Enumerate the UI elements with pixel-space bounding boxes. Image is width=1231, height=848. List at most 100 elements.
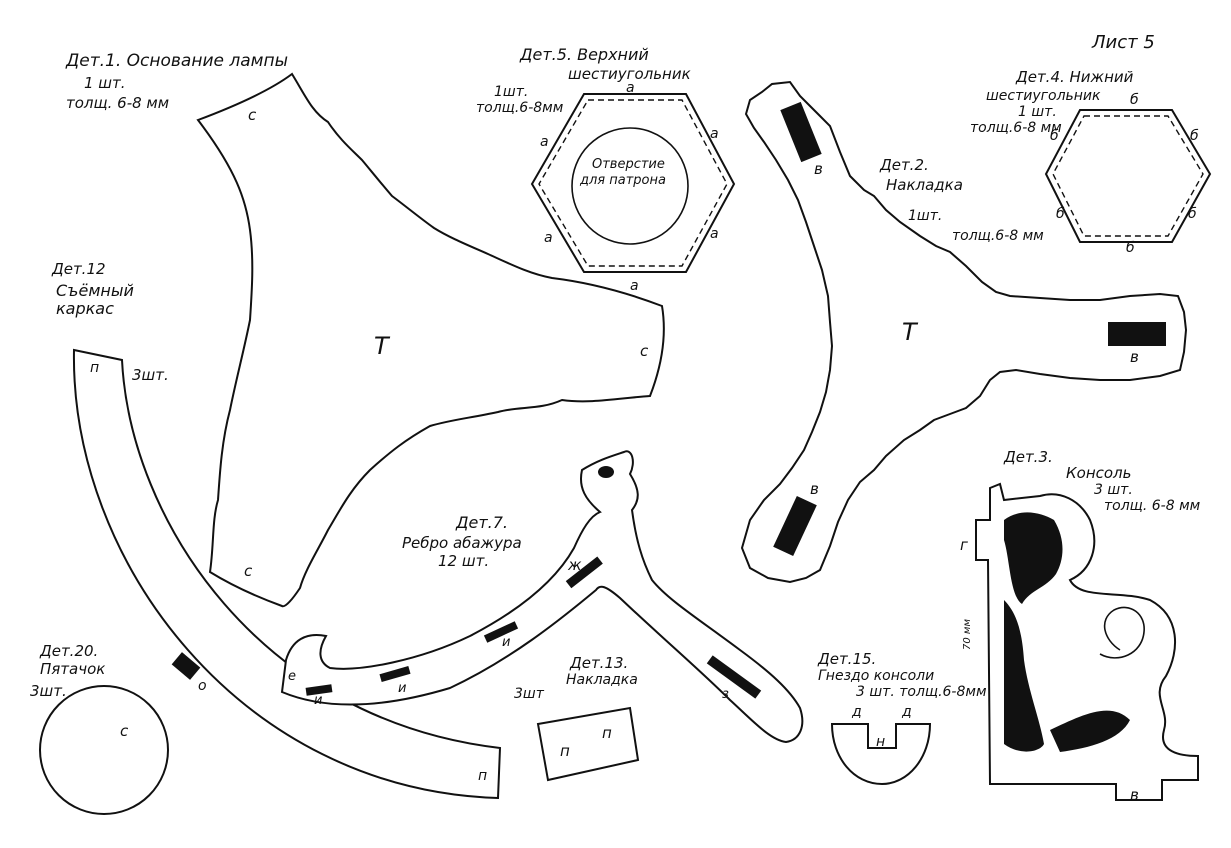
detail-13-title2: Накладка: [566, 672, 638, 688]
detail-5-qty: 1шт.: [494, 84, 528, 100]
detail-12-title: Дет.12: [51, 260, 106, 278]
detail-20-qty: 3шт.: [30, 682, 67, 700]
detail-13-overlay-plate: Дет.13. Накладка 3шт п п: [514, 654, 640, 782]
detail-5-hole-label2: для патрона: [579, 173, 666, 188]
detail-4-edge-b6: б: [1126, 240, 1135, 256]
detail-3-title2: Консоль: [1066, 464, 1132, 482]
detail-3-title: Дет.3.: [1003, 448, 1053, 466]
detail-20-title: Дет.20.: [39, 642, 98, 660]
detail-4-title: Дет.4. Нижний: [1015, 68, 1134, 86]
detail-3-cutout-tail: [1050, 710, 1130, 752]
detail-13-mark-p2: п: [602, 724, 612, 742]
detail-5-thickness: толщ.6-8мм: [476, 100, 564, 116]
detail-7-slot-1: [305, 684, 333, 696]
detail-4-edge-b3: б: [1190, 128, 1199, 144]
detail-7-slot-2: [379, 666, 411, 682]
detail-15-mark-d2: д: [901, 704, 912, 720]
detail-15-qty: 3 шт. толщ.6-8мм: [856, 684, 987, 700]
detail-7-slot-3: [483, 621, 519, 643]
detail-4-edge-b5: б: [1188, 206, 1197, 222]
detail-12-outline: [72, 348, 502, 800]
detail-2-slot-bottom: [773, 495, 817, 557]
detail-5-title2: шестиугольник: [568, 65, 691, 83]
detail-7-mark-e: е: [288, 669, 296, 684]
detail-20-outline: [39, 685, 169, 815]
detail-5-edge-a4: а: [544, 230, 553, 246]
detail-1-mark-c1: с: [248, 106, 257, 124]
detail-4-title2: шестиугольник: [986, 88, 1101, 104]
detail-12-title2: Съёмный: [56, 281, 134, 300]
detail-3-thickness: толщ. 6-8 мм: [1104, 498, 1201, 514]
detail-2-thickness: толщ.6-8 мм: [952, 228, 1044, 244]
detail-7-title: Дет.7.: [455, 513, 508, 532]
detail-4-lower-hexagon: Дет.4. Нижний шестиугольник 1 шт. толщ.6…: [970, 68, 1212, 256]
detail-12-mark-p2: п: [478, 768, 487, 784]
detail-13-outline: [536, 706, 640, 782]
detail-1-mark-t: Т: [374, 332, 391, 360]
detail-13-qty: 3шт: [514, 686, 545, 702]
detail-4-outline: [1044, 109, 1212, 243]
detail-1-mark-c3: с: [244, 562, 253, 580]
sheet-label: Лист 5: [1091, 32, 1155, 53]
detail-3-scroll-curl: [1099, 606, 1145, 659]
detail-1-outline: [196, 72, 665, 608]
detail-4-qty: 1 шт.: [1018, 104, 1057, 120]
detail-3-dimension: 70 мм: [962, 619, 973, 650]
detail-4-edge-b2: б: [1050, 128, 1059, 144]
detail-1-thickness: толщ. 6-8 мм: [66, 94, 169, 112]
detail-5-edge-a5: а: [710, 226, 719, 242]
detail-15-mark-d1: д: [851, 704, 862, 720]
detail-5-edge-a6: а: [630, 278, 639, 294]
detail-2-outline: [740, 80, 1188, 584]
detail-5-dashed-inner: [538, 99, 728, 267]
detail-2-mark-v1: в: [814, 160, 823, 178]
detail-1-qty: 1 шт.: [84, 74, 126, 92]
detail-3-cutout-head: [1004, 512, 1063, 604]
detail-7-qty: 12 шт.: [438, 552, 489, 570]
detail-5-edge-a1: а: [626, 80, 635, 96]
detail-7-mark-i3: и: [502, 635, 510, 650]
detail-2-title2: Накладка: [886, 176, 963, 194]
detail-7-mark-z: з: [722, 687, 729, 702]
detail-13-title: Дет.13.: [569, 654, 628, 672]
detail-5-edge-a2: а: [540, 134, 549, 150]
detail-2-mark-v2: в: [1130, 348, 1139, 366]
detail-15-title: Дет.15.: [817, 650, 876, 668]
detail-12-title3: каркас: [56, 299, 114, 318]
detail-12-removable-frame: Дет.12 Съёмный каркас 3шт. п п о: [51, 260, 502, 800]
detail-2-mark-v3: в: [810, 480, 819, 498]
detail-3-mark-v: в: [1130, 786, 1139, 804]
detail-7-mark-i2: и: [398, 681, 406, 696]
detail-7-mark-zh: ж: [567, 556, 582, 574]
detail-7-slot-4: [565, 556, 603, 589]
detail-15-outline: [830, 723, 932, 786]
detail-4-thickness: толщ.6-8 мм: [970, 120, 1062, 136]
detail-2-slot-right: [1108, 322, 1166, 346]
detail-2-overlay: Дет.2. Накладка 1шт. толщ.6-8 мм в в в Т: [740, 80, 1188, 584]
detail-3-qty: 3 шт.: [1094, 482, 1133, 498]
detail-20-mark: с: [120, 722, 129, 740]
detail-2-qty: 1шт.: [908, 208, 942, 224]
detail-2-title: Дет.2.: [879, 156, 929, 174]
detail-7-slot-5: [706, 655, 762, 699]
detail-12-mark-o: о: [198, 678, 207, 694]
detail-12-mark-p1: п: [90, 360, 99, 376]
detail-7-eye: [598, 466, 614, 478]
detail-5-upper-hexagon: Дет.5. Верхний шестиугольник 1шт. толщ.6…: [476, 45, 736, 294]
detail-7-shade-rib: Дет.7. Ребро абажура 12 шт. е и и и ж з: [280, 450, 804, 744]
detail-5-hole-label: Отверстие: [592, 157, 665, 172]
detail-4-dashed-inner: [1052, 115, 1204, 237]
detail-15-console-socket: Дет.15. Гнездо консоли 3 шт. толщ.6-8мм …: [817, 650, 987, 786]
detail-5-edge-a3: а: [710, 126, 719, 142]
detail-7-mark-i1: и: [314, 693, 322, 708]
detail-15-title2: Гнездо консоли: [818, 668, 934, 684]
detail-1-mark-c2: с: [640, 342, 649, 360]
detail-3-cutout-body: [1004, 600, 1044, 752]
detail-3-mark-g: г: [960, 536, 968, 554]
detail-2-slot-top: [780, 101, 822, 163]
detail-13-mark-p1: п: [560, 742, 570, 760]
detail-20-disc: Дет.20. Пятачок 3шт. с: [30, 642, 169, 815]
detail-4-edge-b4: б: [1056, 206, 1065, 222]
detail-5-outline: [530, 93, 736, 273]
